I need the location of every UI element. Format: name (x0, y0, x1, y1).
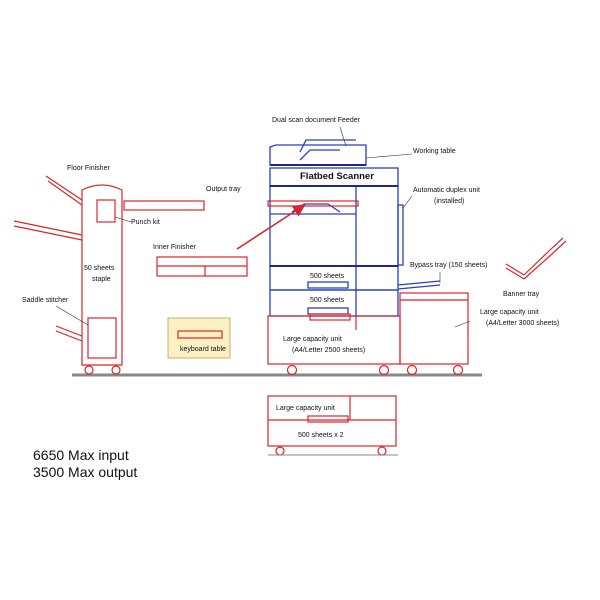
bypass-tray-label: Bypass tray (150 sheets) (410, 262, 488, 269)
lcu-bottom (267, 313, 401, 376)
auto-duplex-installed-label: (installed) (434, 198, 465, 205)
main-unit (269, 139, 441, 317)
lcu-lower (267, 395, 397, 456)
lcu-side-label: Large capacity unit (480, 309, 539, 316)
banner-tray-label: Banner tray (503, 291, 540, 298)
dual-scan-leader (339, 126, 347, 147)
lcu-side-capacity-label: (A4/Letter 3000 sheets) (486, 320, 560, 327)
inner-finisher (156, 256, 248, 277)
lcu-bottom-label: Large capacity unit (283, 336, 342, 343)
floor-finisher-label: Floor Finisher (67, 165, 110, 172)
output-tray-label: Output tray (206, 186, 241, 193)
max-output-label: 3500 Max output (33, 464, 138, 480)
banner-tray (505, 237, 567, 280)
keyboard-table-label: keyboard table (180, 346, 226, 353)
auto-duplex-label: Automatic duplex unit (413, 187, 480, 194)
lcu-side-leader (454, 320, 471, 328)
working-table-label: Working table (413, 148, 456, 155)
lcu-lower-label: Large capacity unit (276, 405, 335, 412)
flatbed-scanner-label: Flatbed Scanner (300, 171, 374, 182)
dual-scan-label: Dual scan document Feeder (272, 117, 360, 124)
max-input-label: 6650 Max input (33, 447, 129, 463)
output-tray (267, 200, 359, 207)
saddle-leader (55, 305, 89, 326)
punch-kit-label: Punch kit (131, 219, 160, 226)
sheets-x2-label: 500 sheets x 2 (298, 432, 344, 439)
transfer-arrow (236, 204, 306, 250)
keyboard (177, 330, 223, 339)
sheets-50-label: 50 sheets (84, 265, 115, 272)
drawer2-label: 500 sheets (310, 297, 345, 304)
saddle-stitcher-label: Saddle stitcher (22, 297, 69, 304)
working-table-leader (365, 153, 413, 159)
duplex-leader (402, 195, 413, 209)
lcu-bottom-capacity-label: (A4/Letter 2500 sheets) (292, 347, 366, 354)
staple-label: staple (92, 276, 111, 283)
inner-finisher-label: Inner Finisher (153, 244, 196, 251)
floor-finisher (13, 175, 205, 375)
drawer1-label: 500 sheets (310, 273, 345, 280)
punch-kit-leader (114, 216, 132, 223)
lcu-side (399, 292, 469, 376)
